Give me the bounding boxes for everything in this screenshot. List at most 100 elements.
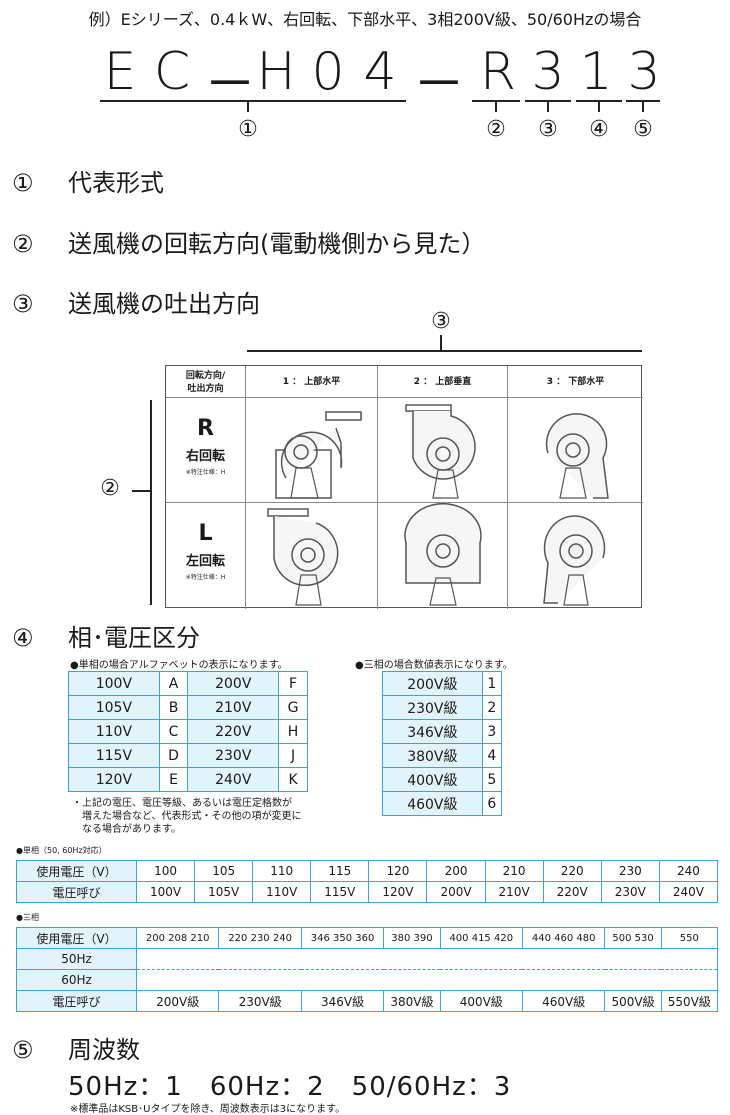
table-row: 使用電圧（V） 200 208 210 220 230 240 346 350 … xyxy=(16,927,719,949)
three-detail-caption: ●三相 xyxy=(16,913,39,922)
table-cell: 105V xyxy=(194,881,254,903)
section-2: ② 送風機の回転方向(電動機側から見た） xyxy=(12,224,485,259)
table-cell: 346V級 xyxy=(300,990,385,1012)
table-cell: 200 208 210 xyxy=(135,927,220,949)
table-cell: F xyxy=(278,671,308,696)
section-title: 周波数 xyxy=(68,1036,140,1064)
table-cell: B xyxy=(158,695,189,720)
table-row: 110V C 220V H xyxy=(68,719,308,744)
table-cell: 240V xyxy=(187,767,280,792)
table-row: 50Hz xyxy=(16,948,718,970)
section-number: ② xyxy=(12,230,34,258)
table-cell: 105V xyxy=(68,695,160,720)
single-phase-table: 100V A 200V F 105V B 210V G 110V C 220V … xyxy=(68,671,308,792)
table-cell: 230V級 xyxy=(218,990,302,1012)
fan-icon xyxy=(275,411,362,499)
table-cell: 110 xyxy=(252,860,312,882)
table-cell: 230V xyxy=(600,881,660,903)
tick-2 xyxy=(495,100,497,112)
fan-l2-cell xyxy=(378,503,508,609)
table-cell: D xyxy=(158,743,189,768)
table-cell: 100V xyxy=(135,881,196,903)
code-char: 3 xyxy=(531,42,565,102)
code-char: 4 xyxy=(363,42,397,102)
table-row: 120V E 240V K xyxy=(68,767,308,792)
section-number: ④ xyxy=(12,624,34,652)
table-cell: 230V xyxy=(187,743,280,768)
table-cell: 460V級 xyxy=(382,791,483,816)
table-cell: 電圧呼び xyxy=(16,990,137,1012)
fan-icon xyxy=(404,503,482,606)
table-row: 電圧呼び 200V級 230V級 346V級 380V級 400V級 460V級… xyxy=(16,990,719,1012)
row-note: ※特注仕様：H xyxy=(185,469,226,476)
marker-4: ④ xyxy=(589,117,609,142)
marker-5: ⑤ xyxy=(633,117,653,142)
table-row: 電圧呼び 100V 105V 110V 115V 120V 200V 210V … xyxy=(16,881,719,903)
table-cell: E xyxy=(158,767,189,792)
table-cell: H xyxy=(278,719,308,744)
table-cell: 電圧呼び xyxy=(16,881,137,903)
section-title: 送風機の回転方向(電動機側から見た） xyxy=(68,230,486,258)
row-label: 右回転 xyxy=(185,449,225,464)
table-row: 100V A 200V F xyxy=(68,671,308,696)
section-number: ③ xyxy=(12,290,34,318)
table-cell: 380V級 xyxy=(382,743,483,768)
table-cell: 500 530 xyxy=(604,927,662,949)
table-cell: G xyxy=(278,695,308,720)
table-row: 60Hz xyxy=(16,969,718,991)
rotation-bracket xyxy=(150,400,152,605)
table-cell: 105 xyxy=(194,860,254,882)
table-cell: 100V xyxy=(68,671,160,696)
row-letter: L xyxy=(198,521,213,546)
table-cell: 460V級 xyxy=(521,990,606,1012)
table-cell: 200 xyxy=(426,860,486,882)
section-number: ① xyxy=(12,169,34,197)
frequency-note: ※標準品はKSB･Uタイプを除き、周波数表示は3になります。 xyxy=(70,1104,346,1115)
table-cell: 6 xyxy=(481,791,503,816)
voltage-note: ・上記の電圧、電圧等級、あるいは電圧定格数が 増えた場合など、代表形式・その他の… xyxy=(72,798,302,835)
table-cell: K xyxy=(278,767,308,792)
column-header: 3 ： 下部水平 xyxy=(508,366,643,398)
table-cell: 使用電圧（V） xyxy=(16,927,137,949)
marker-2: ② xyxy=(486,117,506,142)
tick-1 xyxy=(247,100,249,112)
table-cell: 115 xyxy=(310,860,370,882)
code-char: R xyxy=(479,42,517,102)
fan-r2-cell xyxy=(378,398,508,503)
table-cell: 346 350 360 xyxy=(300,927,385,949)
table-cell: A xyxy=(158,671,189,696)
column-header: 2 ： 上部垂直 xyxy=(378,366,508,398)
table-cell: 400V級 xyxy=(439,990,523,1012)
table-cell: 100 xyxy=(135,860,196,882)
tick-4 xyxy=(598,100,600,112)
fan-icon xyxy=(543,515,606,606)
table-cell: 60Hz xyxy=(16,969,137,991)
table-corner: 回転方向/ 吐出方向 xyxy=(166,366,246,398)
fan-icon xyxy=(545,413,609,499)
fan-icon xyxy=(267,508,339,606)
table-cell: 115V xyxy=(68,743,160,768)
table-cell: 110V xyxy=(252,881,312,903)
rotation-tick xyxy=(132,490,150,492)
row-header-l: L 左回転 ※特注仕様：H xyxy=(166,503,246,609)
table-cell: 400V級 xyxy=(382,767,483,792)
table-cell: 220 230 240 xyxy=(218,927,302,949)
table-cell: 3 xyxy=(481,719,503,744)
code-char: H xyxy=(256,42,296,102)
table-cell: 380 390 xyxy=(383,927,441,949)
table-cell: 380V級 xyxy=(383,990,441,1012)
code-char: － xyxy=(204,55,257,115)
table-cell xyxy=(136,969,718,991)
table-cell: 110V xyxy=(68,719,160,744)
fan-icon xyxy=(405,404,476,499)
direction-marker: ③ xyxy=(431,309,451,334)
tick-5 xyxy=(642,100,644,112)
